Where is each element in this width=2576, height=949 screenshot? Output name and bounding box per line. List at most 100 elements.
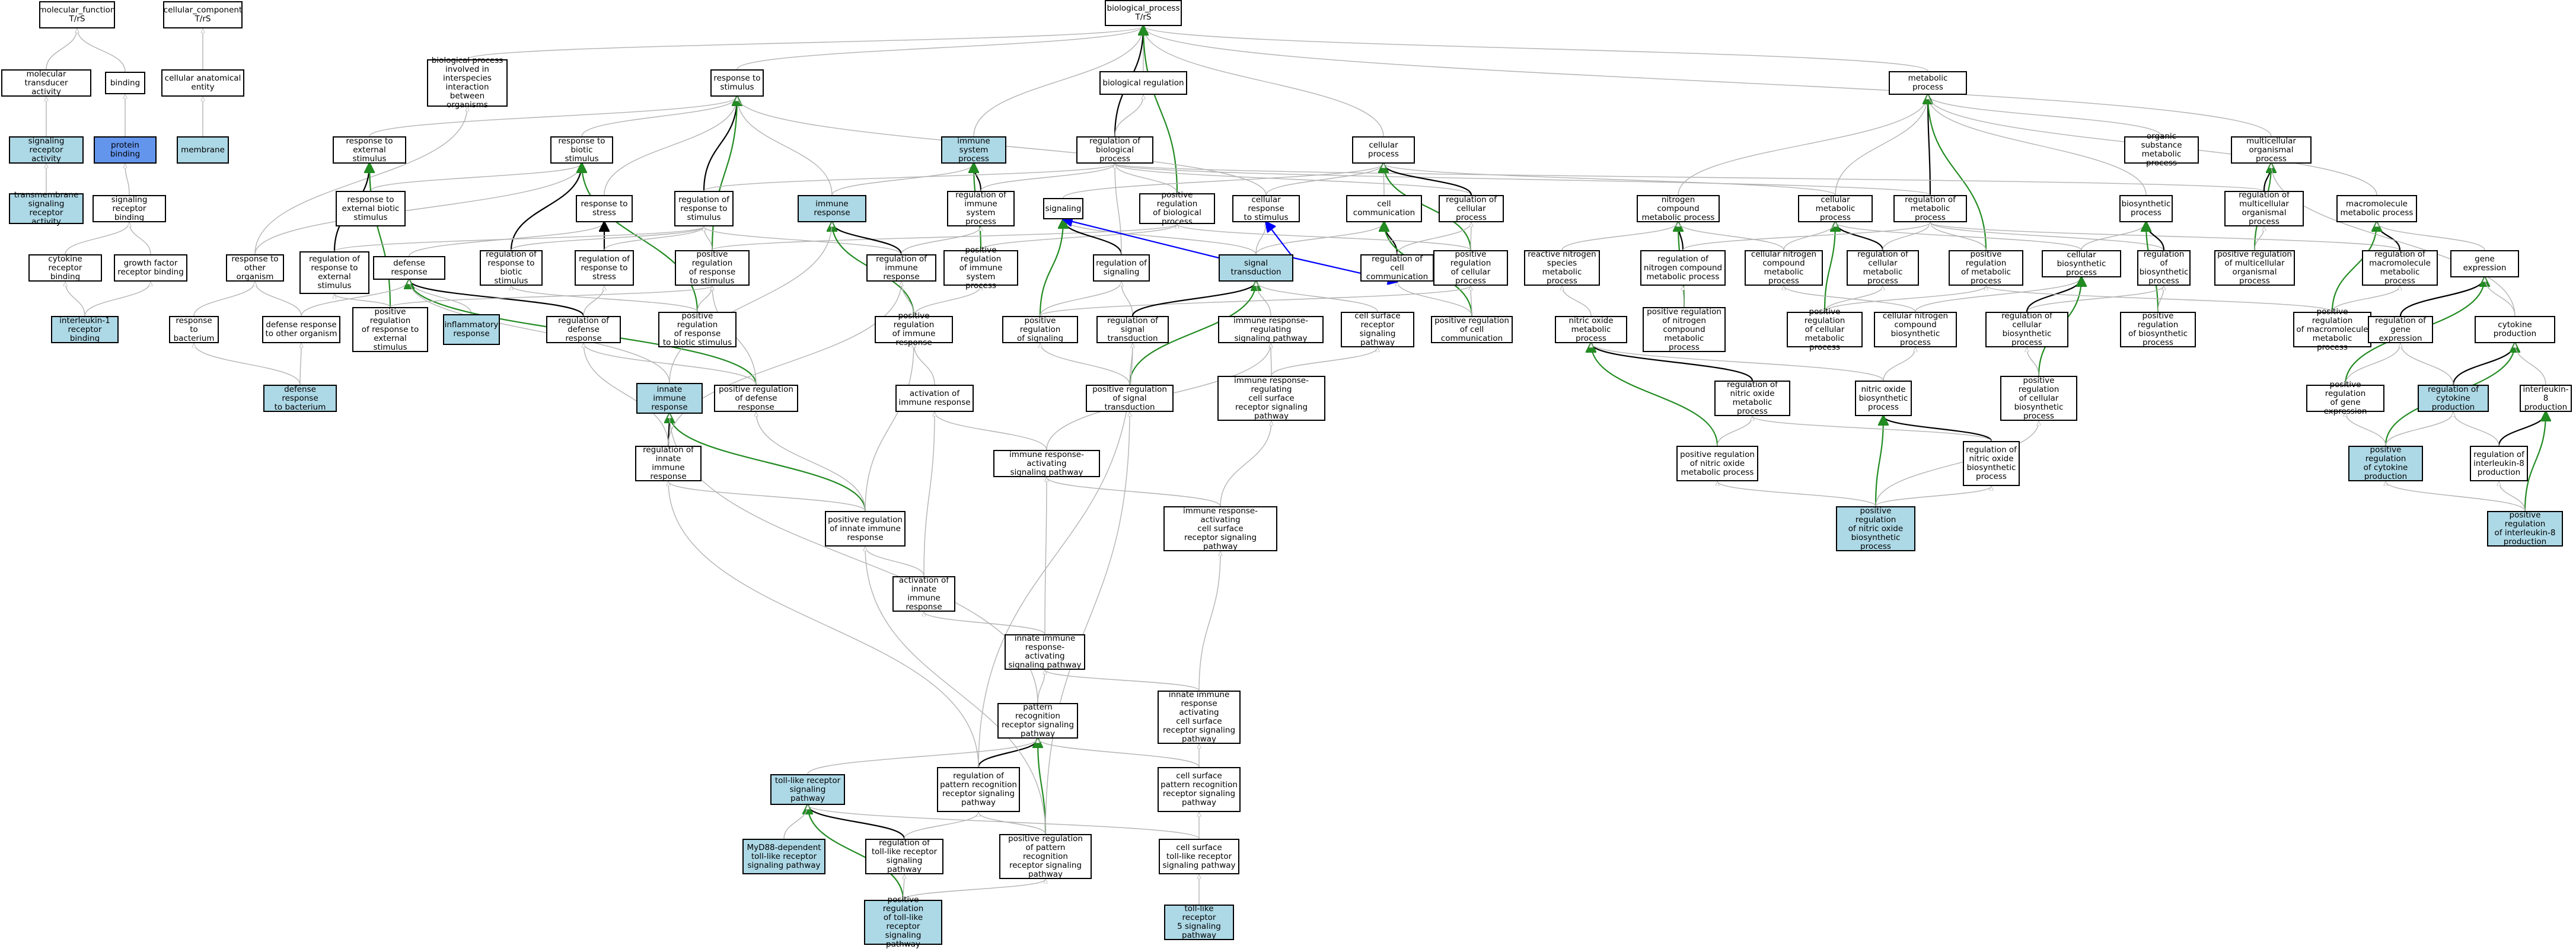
go-term-node-mta[interactable]: molecular transducer activity [1,69,91,97]
go-term-node-iraspath[interactable]: immune response-activating signaling pat… [993,450,1100,477]
go-term-node-reginnimm[interactable]: regulation of innate immune response [635,446,702,481]
go-term-node-posregncmp[interactable]: positive regulation of nitrogen compound… [1643,307,1726,352]
go-term-node-posregprrsp[interactable]: positive regulation of pattern recogniti… [999,834,1092,879]
go-term-node-posregdefresp[interactable]: positive regulation of defense response [714,385,798,412]
go-term-node-mf[interactable]: molecular_function T/rS [39,1,115,28]
go-term-node-actinnimm[interactable]: activation of innate immune response [892,576,955,612]
go-term-node-sigtrans[interactable]: signal transduction [1219,254,1293,282]
go-term-node-myd88[interactable]: MyD88-dependent toll-like receptor signa… [742,839,825,874]
go-term-node-posregbp[interactable]: positive regulation of biological proces… [1139,191,1215,226]
go-term-node-regmop[interactable]: regulation of multicellular organismal p… [2224,191,2304,226]
go-term-node-rts[interactable]: response to stimulus [710,69,764,97]
go-term-node-posregtlrsp[interactable]: positive regulation of toll-like recepto… [864,896,942,949]
go-term-node-regsig[interactable]: regulation of signaling [1093,254,1150,282]
go-term-node-iirasp[interactable]: innate immune response-activating signal… [1005,634,1085,670]
go-term-node-metab[interactable]: metabolic process [1889,71,1967,95]
go-term-node-nobp[interactable]: nitric oxide biosynthetic process [1855,381,1912,416]
go-term-node-regims[interactable]: regulation of immune system process [947,191,1015,226]
go-term-node-tlr5[interactable]: toll-like receptor 5 signaling pathway [1164,905,1234,940]
go-term-node-regbiosyn[interactable]: regulation of biosynthetic process [2137,250,2191,286]
go-term-node-cellproc[interactable]: cellular process [1352,136,1415,164]
go-term-node-irrsp[interactable]: immune response-regulating signaling pat… [1218,316,1324,343]
go-term-node-rtes[interactable]: response to external stimulus [333,136,406,164]
go-term-node-ncmp[interactable]: nitrogen compound metabolic process [1637,195,1720,222]
go-term-node-membrane[interactable]: membrane [177,136,229,164]
go-term-node-il8prod[interactable]: interleukin-8 production [2520,385,2572,412]
go-term-node-crb[interactable]: cytokine receptor binding [28,254,102,282]
go-term-node-rto[interactable]: response to other organism [226,254,284,282]
go-term-node-posregcc[interactable]: positive regulation of cell communicatio… [1431,316,1513,343]
go-term-node-innimm[interactable]: innate immune response [636,383,703,414]
go-term-node-biolreg[interactable]: biological regulation [1099,71,1187,95]
go-term-node-iracsrsp[interactable]: immune response-activating cell surface … [1163,506,1277,551]
go-term-node-inflam[interactable]: inflammatory response [443,314,500,345]
go-term-node-iiracsrsp[interactable]: innate immune response activating cell s… [1158,691,1241,744]
go-term-node-regir[interactable]: regulation of immune response [866,254,936,282]
go-term-node-drtoo[interactable]: defense response to other organism [262,316,340,343]
go-term-node-cbp[interactable]: cellular biosynthetic process [2042,250,2121,277]
go-term-node-cc[interactable]: cellular_component T/rS [163,1,243,28]
go-term-node-posregcmp[interactable]: positive regulation of cellular metaboli… [1787,307,1863,352]
go-term-node-posregcytprod[interactable]: positive regulation of cytokine producti… [2348,446,2423,481]
go-term-node-geneexp[interactable]: gene expression [2450,250,2519,277]
go-term-node-tlrsp[interactable]: toll-like receptor signaling pathway [770,774,845,805]
go-term-node-regrtes[interactable]: regulation of response to external stimu… [299,251,369,294]
go-term-node-regil8prod[interactable]: regulation of interleukin-8 production [2470,446,2528,481]
go-term-node-posregnomp[interactable]: positive regulation of nitric oxide meta… [1676,446,1758,481]
go-term-node-posreggeneexp[interactable]: positive regulation of gene expression [2306,381,2384,416]
go-term-node-actir[interactable]: activation of immune response [895,385,974,412]
go-term-node-regcytprod[interactable]: regulation of cytokine production [2418,385,2489,412]
go-term-node-regnobp[interactable]: regulation of nitric oxide biosynthetic … [1963,441,2020,486]
go-term-node-tmsra[interactable]: transmembrane signaling receptor activit… [9,191,84,226]
go-term-node-posregims[interactable]: positive regulation of immune system pro… [943,245,1018,290]
go-term-node-il1rb[interactable]: interleukin-1 receptor binding [51,316,119,343]
go-term-node-csrsp[interactable]: cell surface receptor signaling pathway [1341,312,1414,347]
go-term-node-rtebs[interactable]: response to external biotic stimulus [336,191,406,226]
go-term-node-regrtbs[interactable]: regulation of response to biotic stimulu… [480,250,543,286]
go-term-node-immsys[interactable]: immune system process [941,136,1006,164]
go-term-node-defrtbact[interactable]: defense response to bacterium [263,385,337,412]
go-term-node-signaling[interactable]: signaling [1043,198,1083,219]
go-term-node-regcp[interactable]: regulation of cellular process [1439,195,1504,222]
go-term-node-regcbp[interactable]: regulation of cellular biosynthetic proc… [1985,312,2068,347]
go-term-node-posregmacmp[interactable]: positive regulation of macromolecule met… [2293,307,2371,352]
go-term-node-regprrsp[interactable]: regulation of pattern recognition recept… [937,767,1020,812]
go-term-node-crts[interactable]: cellular response to stimulus [1232,195,1300,222]
go-term-node-rtbact[interactable]: response to bacterium [169,316,219,343]
go-term-node-multi[interactable]: multicellular organismal process [2231,136,2312,164]
go-term-node-posregmop[interactable]: positive regulation of multicellular org… [2214,250,2295,286]
go-term-node-cncbp[interactable]: cellular nitrogen compound biosynthetic … [1874,312,1957,347]
go-term-node-posregbiosyn[interactable]: positive regulation of biosynthetic proc… [2120,312,2196,347]
go-term-node-posregcbp[interactable]: positive regulation of cellular biosynth… [2000,376,2077,421]
go-term-node-posregrts[interactable]: positive regulation of response to stimu… [675,250,750,286]
go-term-node-reggeneexp[interactable]: regulation of gene expression [2368,316,2433,343]
go-term-node-prrsp[interactable]: pattern recognition receptor signaling p… [997,703,1078,739]
go-term-node-posregrtes[interactable]: positive regulation of response to exter… [352,307,428,352]
go-term-node-bp[interactable]: biological_process T/rS [1105,0,1182,26]
go-term-node-posregcp[interactable]: positive regulation of cellular process [1433,250,1508,286]
go-term-node-rtbs[interactable]: response to biotic stimulus [550,136,613,164]
go-term-node-cmp[interactable]: cellular metabolic process [1798,195,1873,222]
go-term-node-regcmp[interactable]: regulation of cellular metabolic process [1847,250,1919,286]
go-term-node-cstlrsp[interactable]: cell surface toll-like receptor signalin… [1159,839,1239,874]
go-term-node-posregir[interactable]: positive regulation of immune response [875,312,953,347]
go-term-node-bpinter[interactable]: biological process involved in interspec… [427,56,508,110]
go-term-node-srb[interactable]: signaling receptor binding [93,195,166,222]
go-term-node-regrts[interactable]: regulation of response to stimulus [674,191,734,226]
go-term-node-cytprod[interactable]: cytokine production [2475,316,2555,343]
go-term-node-posregsig[interactable]: positive regulation of signaling [1002,316,1078,343]
go-term-node-cellcomm[interactable]: cell communication [1346,195,1422,222]
go-term-node-macmp[interactable]: macromolecule metabolic process [2336,195,2417,222]
go-term-node-posregmp[interactable]: positive regulation of metabolic process [1949,250,2023,286]
go-term-node-regmp[interactable]: regulation of metabolic process [1893,195,1967,222]
go-term-node-regnomp[interactable]: regulation of nitric oxide metabolic pro… [1714,381,1790,416]
go-term-node-irrcsrsp[interactable]: immune response-regulating cell surface … [1217,376,1325,421]
go-term-node-cae[interactable]: cellular anatomical entity [161,69,244,97]
go-term-node-rtstress[interactable]: response to stress [576,195,633,222]
go-term-node-posreginnimm[interactable]: positive regulation of innate immune res… [825,511,906,547]
go-term-node-immresp[interactable]: immune response [798,195,866,222]
go-term-node-sra[interactable]: signaling receptor activity [9,136,84,164]
go-term-node-csprrsp[interactable]: cell surface pattern recognition recepto… [1158,767,1241,812]
go-term-node-posregrtbs[interactable]: positive regulation of response to bioti… [658,312,737,347]
go-term-node-osmp[interactable]: organic substance metabolic process [2124,132,2199,168]
